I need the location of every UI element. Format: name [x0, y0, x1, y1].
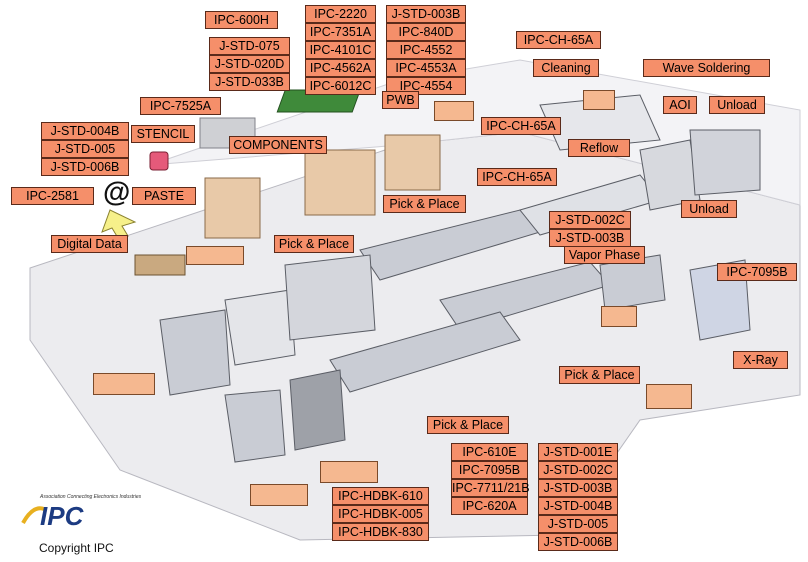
- machine-inspection: [224, 389, 286, 463]
- hdbk-standards: IPC-HDBK-610 IPC-HDBK-005 IPC-HDBK-830: [332, 487, 429, 541]
- blank-callout: [646, 384, 692, 409]
- blank-callout: [583, 90, 615, 110]
- standard-j-std-004b-assembly: J-STD-004B: [538, 497, 618, 515]
- standard-ipc-hdbk-830: IPC-HDBK-830: [332, 523, 429, 541]
- standard-ipc-hdbk-610: IPC-HDBK-610: [332, 487, 429, 505]
- stencil-standards: J-STD-075 J-STD-020D J-STD-033B: [209, 37, 290, 91]
- standard-j-std-020d: J-STD-020D: [209, 55, 290, 73]
- standard-ipc-4562a: IPC-4562A: [305, 59, 376, 77]
- area-pick-place-2: Pick & Place: [274, 235, 354, 253]
- standard-j-std-002c-assembly: J-STD-002C: [538, 461, 618, 479]
- standard-ipc-4101c: IPC-4101C: [305, 41, 376, 59]
- standard-j-std-003b-assembly: J-STD-003B: [538, 479, 618, 497]
- standard-ipc-7525a: IPC-7525A: [140, 97, 221, 115]
- standard-j-std-003b: J-STD-003B: [386, 5, 466, 23]
- standard-ipc-620a: IPC-620A: [451, 497, 528, 515]
- shelf-components: [304, 149, 376, 216]
- standard-j-std-004b: J-STD-004B: [41, 122, 129, 140]
- area-paste: PASTE: [132, 187, 196, 205]
- shelves: [204, 134, 441, 239]
- blank-callout: [250, 484, 308, 506]
- standard-j-std-005: J-STD-005: [41, 140, 129, 158]
- standard-j-std-075: J-STD-075: [209, 37, 290, 55]
- data-arrow: [101, 209, 137, 239]
- area-aoi: AOI: [663, 96, 697, 114]
- machine-black: [289, 369, 346, 451]
- blank-callout: [186, 246, 244, 265]
- assembly-standards-a: IPC-610E IPC-7095B IPC-7711/21B IPC-620A: [451, 443, 530, 515]
- area-reflow: Reflow: [568, 139, 630, 157]
- standard-ipc-600h: IPC-600H: [205, 11, 278, 29]
- machine-printer: [159, 309, 231, 396]
- blank-callout: [320, 461, 378, 483]
- standard-ipc-7711-21b: IPC-7711/21B: [451, 479, 530, 497]
- area-unload-mid: Unload: [681, 200, 737, 218]
- area-digital-data: Digital Data: [51, 235, 128, 253]
- blank-callout: [601, 306, 637, 327]
- blank-callout: [93, 373, 155, 395]
- area-components: COMPONENTS: [229, 136, 327, 154]
- area-wave-soldering: Wave Soldering: [643, 59, 770, 77]
- reflow-standards: J-STD-002C J-STD-003B: [549, 211, 631, 247]
- standard-ipc-4552: IPC-4552: [386, 41, 466, 59]
- area-pick-place-3: Pick & Place: [559, 366, 640, 384]
- ipc-logo: IPC: [40, 501, 84, 531]
- standard-j-std-001e: J-STD-001E: [538, 443, 618, 461]
- standard-j-std-033b: J-STD-033B: [209, 73, 290, 91]
- standard-j-std-006b: J-STD-006B: [41, 158, 129, 176]
- area-xray: X-Ray: [733, 351, 788, 369]
- standard-ipc-6012c: IPC-6012C: [305, 77, 376, 95]
- area-unload-top: Unload: [709, 96, 765, 114]
- standard-j-std-002c: J-STD-002C: [549, 211, 631, 229]
- area-vapor-phase: Vapor Phase: [564, 246, 645, 264]
- standard-j-std-005-assembly: J-STD-005: [538, 515, 618, 533]
- ipc-logo-swoosh-icon: [21, 506, 45, 525]
- machine-pick-place-1: [284, 254, 376, 341]
- machine-screen-printer: [224, 289, 296, 366]
- standard-ipc-2581: IPC-2581: [11, 187, 94, 205]
- standard-j-std-003b-reflow: J-STD-003B: [549, 229, 631, 247]
- ipc-tagline: Association Connecting Electronics Indus…: [40, 494, 142, 500]
- standard-ipc-7095b: IPC-7095B: [451, 461, 528, 479]
- standard-ipc-840d: IPC-840D: [386, 23, 466, 41]
- standard-ipc-610e: IPC-610E: [451, 443, 528, 461]
- shelf-pwb: [384, 134, 441, 191]
- standard-ipc-ch-65a-1: IPC-CH-65A: [481, 117, 561, 135]
- paste-standards: J-STD-004B J-STD-005 J-STD-006B: [41, 122, 129, 176]
- digital-data-desk: [134, 254, 186, 276]
- standard-ipc-hdbk-005: IPC-HDBK-005: [332, 505, 429, 523]
- standard-ipc-ch-65a-cleaning: IPC-CH-65A: [516, 31, 601, 49]
- standard-ipc-2220: IPC-2220: [305, 5, 376, 23]
- copyright-text: Copyright IPC: [39, 541, 114, 555]
- standard-ipc-4553a: IPC-4553A: [386, 59, 466, 77]
- standard-ipc-4554: IPC-4554: [386, 77, 466, 95]
- blank-callout: [434, 101, 474, 121]
- standard-ipc-7351a: IPC-7351A: [305, 23, 376, 41]
- machine-unload-top: [689, 129, 761, 196]
- paste-jar: [149, 151, 169, 171]
- standard-j-std-006b-assembly: J-STD-006B: [538, 533, 618, 551]
- standard-ipc-7095b-xray: IPC-7095B: [717, 263, 797, 281]
- area-stencil: STENCIL: [131, 125, 195, 143]
- pwb-standards-b: J-STD-003B IPC-840D IPC-4552 IPC-4553A I…: [386, 5, 466, 95]
- machine-front-line: [329, 311, 521, 393]
- standard-ipc-ch-65a-2: IPC-CH-65A: [477, 168, 557, 186]
- pwb-standards-a: IPC-2220 IPC-7351A IPC-4101C IPC-4562A I…: [305, 5, 376, 95]
- area-pick-place-4: Pick & Place: [427, 416, 509, 434]
- at-symbol: @: [103, 176, 131, 207]
- shelf-stencil: [204, 177, 261, 239]
- assembly-standards-b: J-STD-001E J-STD-002C J-STD-003B J-STD-0…: [538, 443, 618, 551]
- area-pick-place-1: Pick & Place: [383, 195, 466, 213]
- area-pwb: PWB: [382, 91, 419, 109]
- area-cleaning: Cleaning: [533, 59, 599, 77]
